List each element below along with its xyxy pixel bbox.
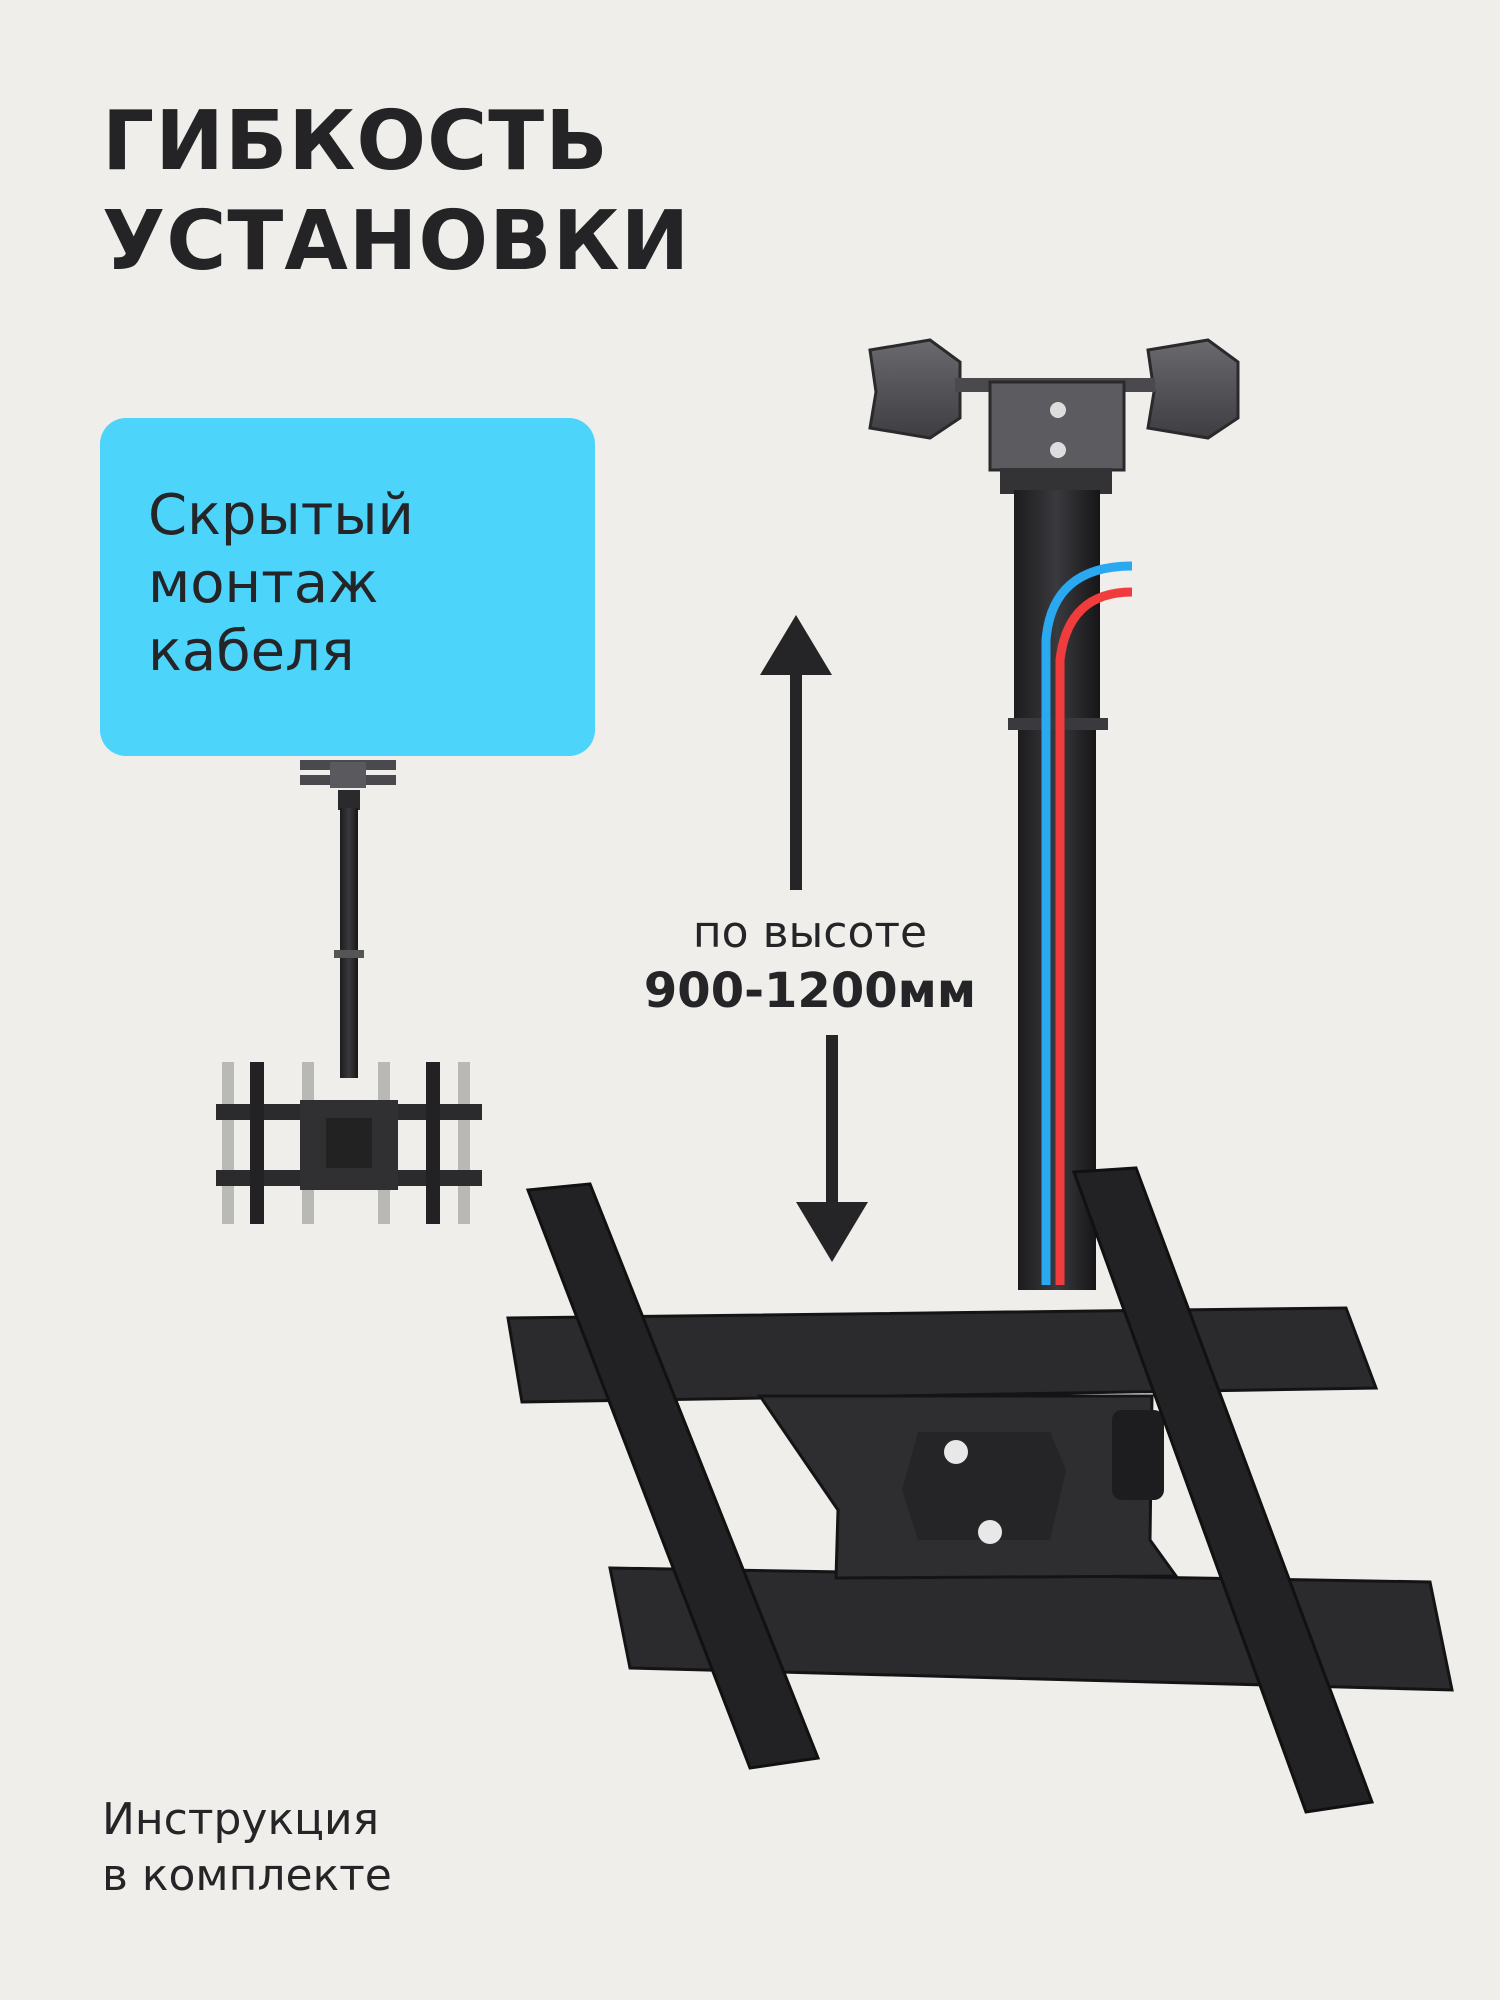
cable-callout-text: Скрытый монтаж кабеля [148,482,414,686]
callout-line-1: Скрытый [148,483,414,548]
title-line-2: УСТАНОВКИ [102,194,691,289]
small-mount-illustration [216,760,482,1224]
footer-line-2: в комплекте [102,1850,392,1901]
ceiling-plate [868,338,1240,494]
height-arrows [760,615,868,1262]
footer-note: Инструкция в комплекте [102,1792,392,1904]
up-arrow-icon [760,615,832,675]
footer-line-1: Инструкция [102,1794,380,1845]
height-range-value: 900-1200мм [643,963,977,1019]
page-title: ГИБКОСТЬ УСТАНОВКИ [102,92,690,292]
height-range-caption: по высоте [692,907,928,958]
down-arrow-shaft [826,1035,838,1215]
down-arrow-icon [796,1202,868,1262]
up-arrow-shaft [790,670,802,890]
cable-red [1055,587,1133,1285]
cable-callout-box [100,418,595,756]
cable-blue [1041,561,1133,1285]
height-range-label: по высоте 900-1200мм [610,905,1010,1021]
callout-line-3: кабеля [148,619,355,684]
title-line-1: ГИБКОСТЬ [102,94,609,189]
callout-line-2: монтаж [148,551,379,616]
tv-bracket [506,1166,1454,1814]
